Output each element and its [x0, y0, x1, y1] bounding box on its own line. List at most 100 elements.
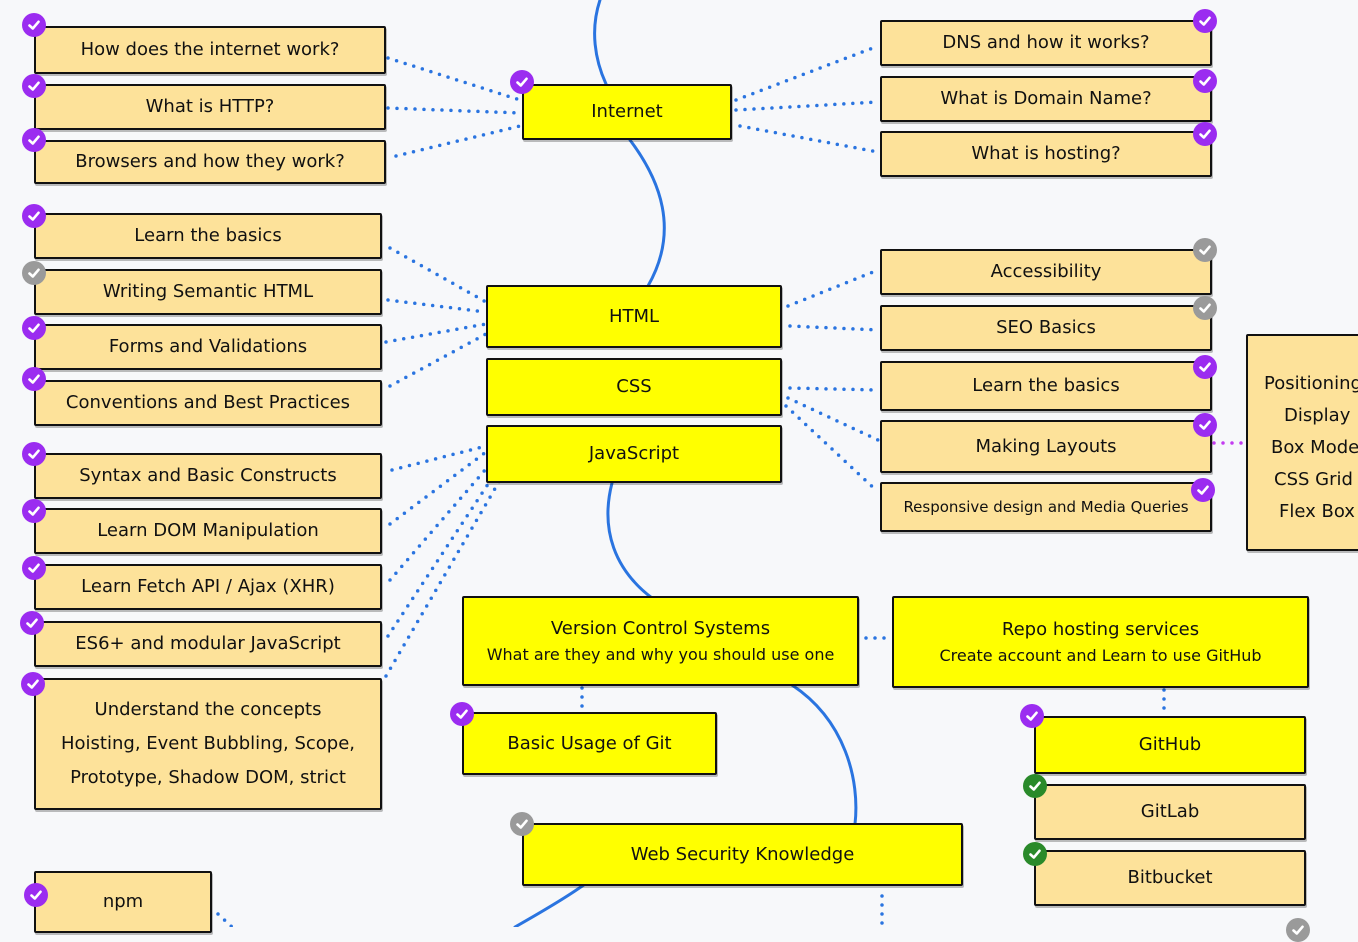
css-basics-node[interactable]: Learn the basics [880, 361, 1212, 411]
dom-manipulation-node[interactable]: Learn DOM Manipulation [34, 508, 382, 554]
semantic-html-node[interactable]: Writing Semantic HTML [34, 269, 382, 315]
node-label: Learn Fetch API / Ajax (XHR) [81, 576, 335, 598]
dotted-connector [384, 478, 502, 678]
check-circle-icon[interactable] [1193, 296, 1217, 320]
check-circle-icon[interactable] [22, 367, 46, 391]
check-circle-icon[interactable] [510, 812, 534, 836]
check-circle-icon[interactable] [1020, 704, 1044, 728]
accessibility-node[interactable]: Accessibility [880, 249, 1212, 295]
conventions-node[interactable]: Conventions and Best Practices [34, 380, 382, 426]
node-sublabel: What are they and why you should use one [486, 645, 835, 665]
node-label: Forms and Validations [108, 336, 308, 358]
dotted-connector [384, 322, 488, 344]
check-mark [516, 77, 528, 87]
node-label: Writing Semantic HTML [102, 281, 314, 303]
check-circle-icon[interactable] [24, 883, 48, 907]
check-circle-icon[interactable] [1286, 918, 1310, 942]
node-label: What is HTTP? [145, 96, 275, 118]
bitbucket-node[interactable]: Bitbucket [1034, 850, 1306, 906]
node-label: JavaScript [588, 443, 680, 465]
seo-basics-node[interactable]: SEO Basics [880, 305, 1212, 351]
node-label: Display [1284, 405, 1351, 426]
browsers-node[interactable]: Browsers and how they work? [34, 140, 386, 184]
dotted-connector [786, 396, 880, 442]
check-mark [1199, 129, 1211, 139]
hosting-node[interactable]: What is hosting? [880, 131, 1212, 177]
dotted-connector [788, 386, 880, 392]
check-circle-icon[interactable] [22, 499, 46, 523]
check-circle-icon[interactable] [1193, 413, 1217, 437]
dotted-connector [388, 460, 494, 582]
check-mark [1292, 925, 1304, 935]
check-circle-icon[interactable] [1193, 9, 1217, 33]
node-label: What is Domain Name? [940, 88, 1152, 110]
dotted-connector [788, 324, 880, 332]
check-mark [26, 618, 38, 628]
gitlab-node[interactable]: GitLab [1034, 784, 1306, 840]
layout-topics-node[interactable]: Positioning Display Box Model CSS Grid F… [1246, 334, 1358, 551]
js-syntax-node[interactable]: Syntax and Basic Constructs [34, 453, 382, 499]
check-circle-icon[interactable] [1193, 69, 1217, 93]
domain-name-node[interactable]: What is Domain Name? [880, 76, 1212, 122]
check-circle-icon[interactable] [1193, 238, 1217, 262]
check-circle-icon[interactable] [1191, 478, 1215, 502]
check-mark [28, 563, 40, 573]
web-security-topic[interactable]: Web Security Knowledge [522, 823, 963, 886]
js-concepts-node[interactable]: Understand the concepts Hoisting, Event … [34, 678, 382, 810]
node-label: How does the internet work? [80, 39, 340, 61]
check-circle-icon[interactable] [22, 442, 46, 466]
check-circle-icon[interactable] [20, 611, 44, 635]
node-label: Learn the basics [972, 375, 1120, 397]
spine-path [593, 0, 608, 86]
javascript-topic[interactable]: JavaScript [486, 425, 782, 483]
vcs-topic[interactable]: Version Control Systems What are they an… [462, 596, 859, 686]
fetch-api-node[interactable]: Learn Fetch API / Ajax (XHR) [34, 564, 382, 610]
node-label: What is hosting? [971, 143, 1121, 165]
check-circle-icon[interactable] [1023, 774, 1047, 798]
check-circle-icon[interactable] [22, 261, 46, 285]
check-mark [1199, 16, 1211, 26]
check-circle-icon[interactable] [1193, 122, 1217, 146]
node-label: Flex Box [1279, 501, 1355, 522]
spine-path [513, 882, 587, 927]
check-mark [28, 449, 40, 459]
check-mark [1026, 711, 1038, 721]
node-label: Box Model [1271, 437, 1358, 458]
check-circle-icon[interactable] [1193, 355, 1217, 379]
dns-node[interactable]: DNS and how it works? [880, 20, 1212, 66]
css-topic[interactable]: CSS [486, 358, 782, 416]
html-basics-node[interactable]: Learn the basics [34, 213, 382, 259]
dotted-connector [734, 44, 880, 102]
check-circle-icon[interactable] [22, 204, 46, 228]
check-circle-icon[interactable] [22, 74, 46, 98]
internet-topic[interactable]: Internet [522, 84, 732, 140]
es6-node[interactable]: ES6+ and modular JavaScript [34, 621, 382, 667]
dotted-connector [386, 56, 522, 102]
check-circle-icon[interactable] [510, 70, 534, 94]
check-circle-icon[interactable] [22, 556, 46, 580]
node-label: Repo hosting services [1001, 618, 1200, 640]
npm-node[interactable]: npm [34, 871, 212, 933]
check-mark [1199, 362, 1211, 372]
making-layouts-node[interactable]: Making Layouts [880, 420, 1212, 473]
repo-hosting-topic[interactable]: Repo hosting services Create account and… [892, 596, 1309, 688]
check-mark [1197, 485, 1209, 495]
responsive-design-node[interactable]: Responsive design and Media Queries [880, 482, 1212, 532]
git-basics-topic[interactable]: Basic Usage of Git [462, 712, 717, 775]
spine-path [628, 138, 666, 288]
forms-validations-node[interactable]: Forms and Validations [34, 324, 382, 370]
github-topic[interactable]: GitHub [1034, 716, 1306, 774]
check-circle-icon[interactable] [1023, 842, 1047, 866]
what-is-http-node[interactable]: What is HTTP? [34, 84, 386, 130]
how-internet-works-node[interactable]: How does the internet work? [34, 26, 386, 74]
dotted-connector [734, 100, 880, 112]
check-mark [27, 679, 39, 689]
check-circle-icon[interactable] [22, 128, 46, 152]
check-circle-icon[interactable] [450, 702, 474, 726]
check-mark [28, 211, 40, 221]
html-topic[interactable]: HTML [486, 285, 782, 348]
check-circle-icon[interactable] [21, 672, 45, 696]
check-circle-icon[interactable] [22, 13, 46, 37]
node-label: Conventions and Best Practices [65, 392, 351, 414]
check-circle-icon[interactable] [22, 316, 46, 340]
